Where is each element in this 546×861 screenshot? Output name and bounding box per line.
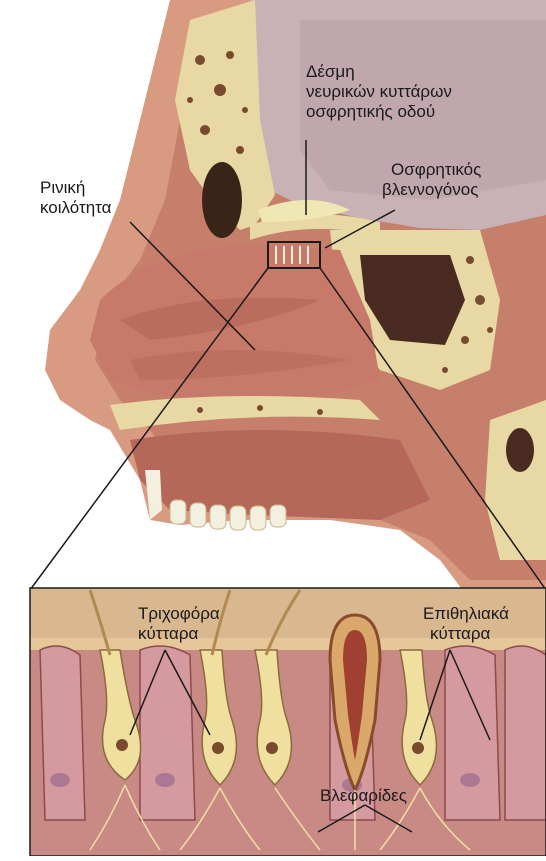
label-nerve-bundle-line2: νευρικών κυττάρων (306, 82, 452, 101)
vertebra (485, 400, 546, 560)
label-hair-cells-line1: Τριχοφόρα (138, 604, 220, 623)
lower-tooth (190, 503, 206, 527)
label-nerve-bundle-line3: οσφρητικής οδού (306, 102, 435, 121)
lower-tooth (210, 505, 226, 529)
lower-tooth (250, 506, 266, 530)
label-nasal-cavity-line2: κοιλότητα (40, 198, 111, 217)
frontal-sinus (202, 162, 242, 238)
lower-tooth (170, 500, 186, 524)
label-olfactory-mucosa-line1: Οσφρητικός (391, 160, 481, 179)
lower-tooth (230, 506, 246, 530)
lower-tooth (270, 505, 286, 527)
label-nasal-cavity-line1: Ρινική (40, 178, 85, 197)
label-olfactory-mucosa-line2: βλεννογόνος (382, 180, 478, 199)
label-cilia: Βλεφαρίδες (320, 786, 407, 805)
label-nerve-bundle-line1: Δέσμη (306, 62, 355, 81)
label-hair-cells-line2: κύτταρα (138, 624, 198, 643)
label-epithelial-cells-line1: Επιθηλιακά (423, 604, 509, 623)
label-epithelial-cells-line2: κύτταρα (430, 624, 490, 643)
head-cross-section (45, 0, 546, 600)
